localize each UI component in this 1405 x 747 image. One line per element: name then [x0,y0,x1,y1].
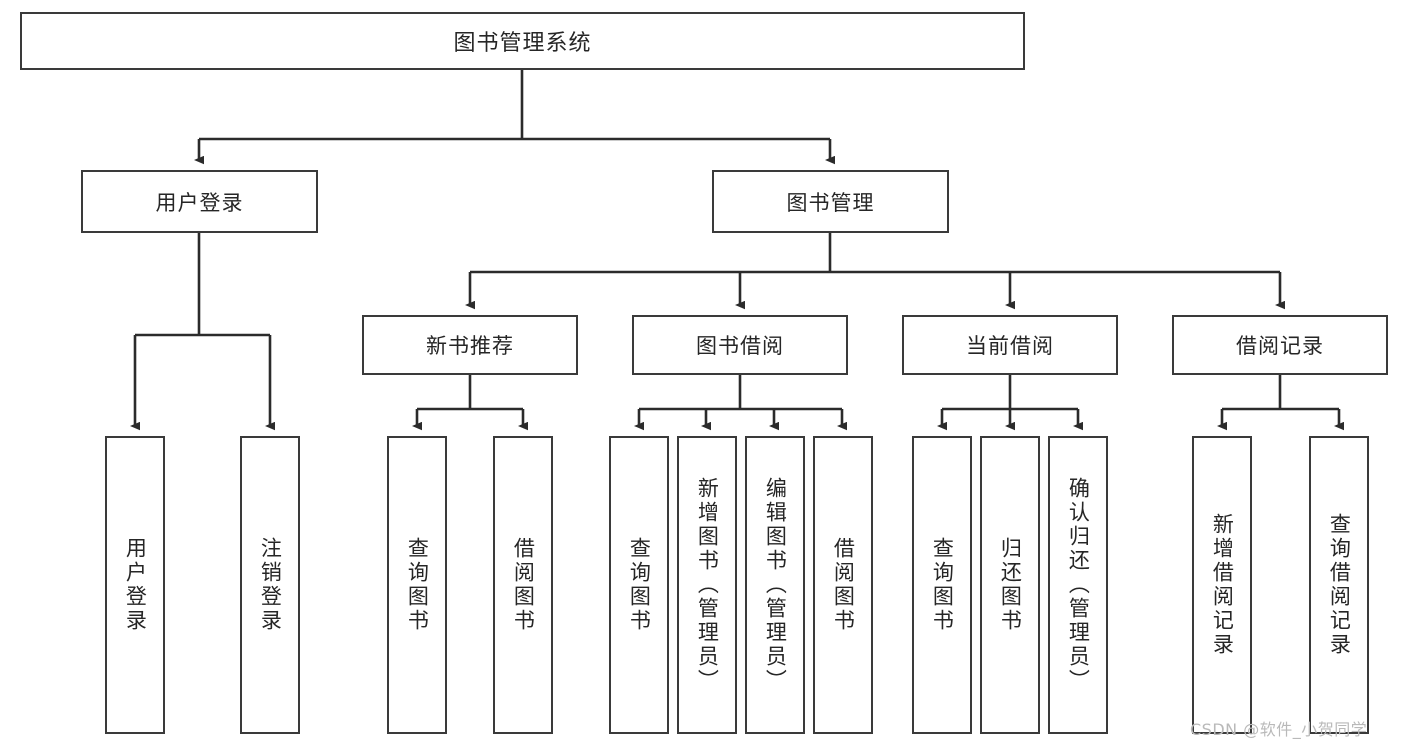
node-label: 借阅图书 [831,537,856,633]
node-label: 查询图书 [627,537,652,633]
leaf-book-borrow-borrow[interactable]: 借阅图书 [813,436,873,734]
node-label: 用户登录 [155,190,244,215]
node-label: 归还图书 [998,537,1023,633]
leaf-current-borrow-return[interactable]: 归还图书 [980,436,1040,734]
leaf-new-book-query[interactable]: 查询图书 [387,436,447,734]
node-current-borrow[interactable]: 当前借阅 [902,315,1118,375]
node-label: 查询图书 [930,537,955,633]
node-label: 借阅图书 [511,537,536,633]
node-book-borrow[interactable]: 图书借阅 [632,315,848,375]
node-book-management[interactable]: 图书管理 [712,170,949,233]
node-label: 图书管理系统 [453,31,592,56]
leaf-book-borrow-query[interactable]: 查询图书 [609,436,669,734]
leaf-book-borrow-add[interactable]: 新增图书（管理员） [677,436,737,734]
node-label: 确认归还（管理员） [1066,477,1091,693]
leaf-user-login-logout[interactable]: 注销登录 [240,436,300,734]
node-label: 图书管理 [786,190,875,215]
node-label: 新书推荐 [426,334,514,358]
node-new-book-recommend[interactable]: 新书推荐 [362,315,578,375]
csdn-watermark: CSDN @软件_小贺同学 [1190,720,1368,739]
node-label: 用户登录 [123,537,148,633]
leaf-book-borrow-edit[interactable]: 编辑图书（管理员） [745,436,805,734]
node-user-login[interactable]: 用户登录 [81,170,318,233]
leaf-user-login-login[interactable]: 用户登录 [105,436,165,734]
leaf-borrow-record-add[interactable]: 新增借阅记录 [1192,436,1252,734]
node-label: 图书借阅 [696,334,784,358]
node-label: 新增图书（管理员） [695,477,720,693]
node-label: 注销登录 [258,537,283,633]
node-label: 借阅记录 [1236,334,1324,358]
node-label: 编辑图书（管理员） [763,477,788,693]
leaf-current-borrow-confirm[interactable]: 确认归还（管理员） [1048,436,1108,734]
leaf-borrow-record-query[interactable]: 查询借阅记录 [1309,436,1369,734]
node-label: 新增借阅记录 [1210,513,1235,657]
node-borrow-record[interactable]: 借阅记录 [1172,315,1388,375]
node-root-system[interactable]: 图书管理系统 [20,12,1025,70]
node-label: 查询图书 [405,537,430,633]
leaf-current-borrow-query[interactable]: 查询图书 [912,436,972,734]
leaf-new-book-borrow[interactable]: 借阅图书 [493,436,553,734]
node-label: 当前借阅 [966,334,1054,358]
node-label: 查询借阅记录 [1327,513,1352,657]
